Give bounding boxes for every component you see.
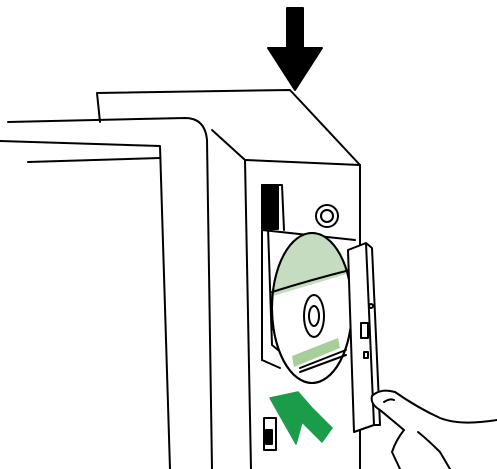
monitor [0, 118, 212, 469]
drive-bay-slot [262, 185, 284, 230]
finger-icon [372, 391, 497, 469]
disc-icon [260, 220, 360, 383]
power-button [316, 205, 338, 227]
arrow-push-icon [270, 392, 332, 444]
lower-drive-bay [264, 418, 276, 450]
arrow-down-icon [268, 8, 322, 90]
